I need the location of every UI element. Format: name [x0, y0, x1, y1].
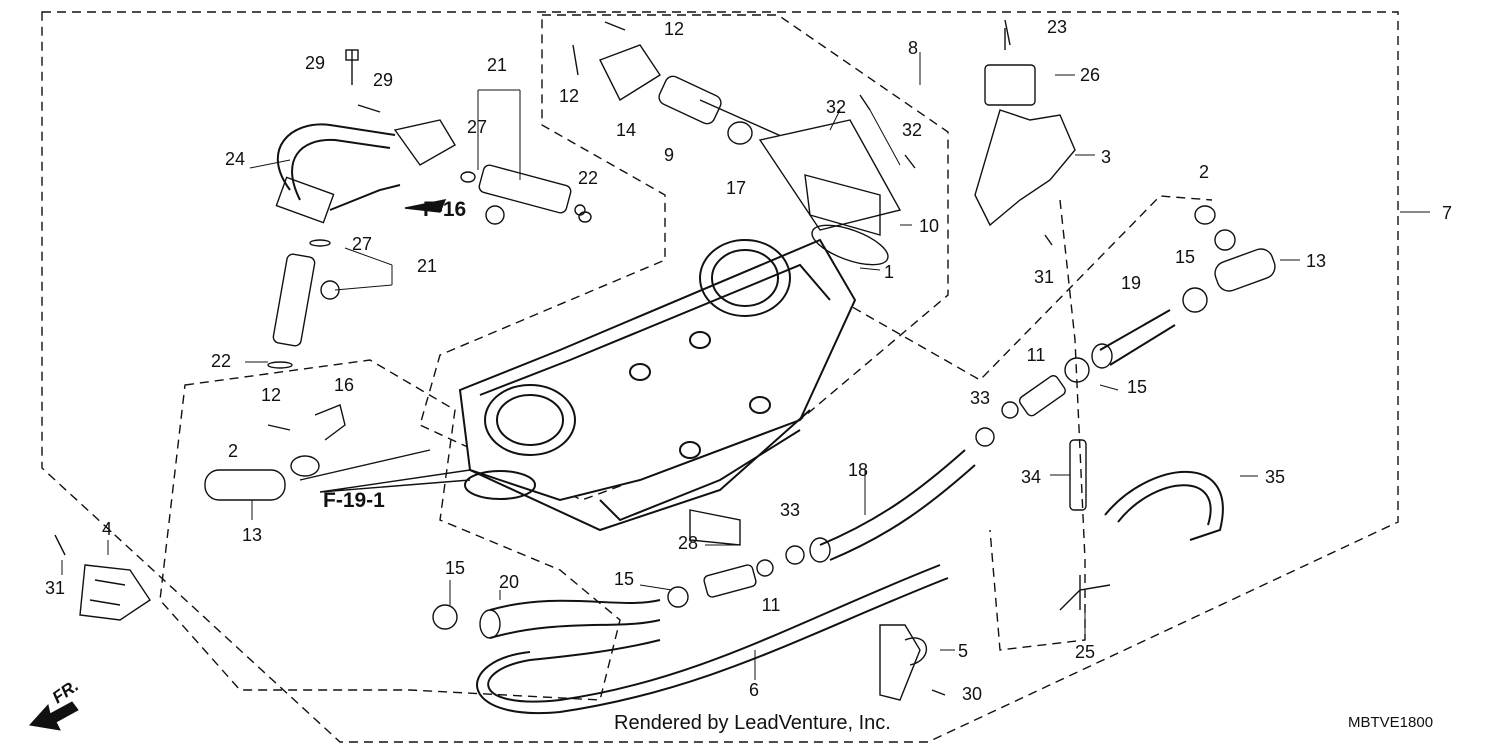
part-label[interactable]: 29: [304, 53, 326, 73]
part-label[interactable]: 28: [677, 533, 699, 553]
part-label[interactable]: 27: [351, 234, 373, 254]
part-label[interactable]: 8: [907, 38, 919, 58]
part-label[interactable]: 14: [615, 120, 637, 140]
part-label[interactable]: 4: [101, 519, 113, 539]
part-label[interactable]: 17: [725, 178, 747, 198]
part-label[interactable]: 15: [444, 558, 466, 578]
part-label[interactable]: 21: [416, 256, 438, 276]
front-arrow-icon: [29, 701, 79, 731]
part-label[interactable]: 2: [227, 441, 239, 461]
part-label[interactable]: 13: [1305, 251, 1327, 271]
leader-lines: [61, 52, 1430, 680]
part-label[interactable]: 31: [1033, 267, 1055, 287]
part-label[interactable]: 35: [1264, 467, 1286, 487]
hose-18: [809, 449, 976, 563]
right-subassembly-boundary: [839, 195, 1213, 381]
part-label[interactable]: 33: [779, 500, 801, 520]
part-label[interactable]: 30: [961, 684, 983, 704]
injector-lower: [272, 253, 340, 347]
diagram-code: MBTVE1800: [1348, 714, 1434, 731]
hose-20: [479, 599, 661, 639]
left-subassembly-boundary: [159, 359, 621, 701]
part-label[interactable]: 18: [847, 460, 869, 480]
part-label[interactable]: 11: [1026, 345, 1046, 365]
part-label[interactable]: 15: [1174, 247, 1196, 267]
fuel-rail-hose: [275, 119, 456, 224]
part-label[interactable]: 26: [1079, 65, 1101, 85]
reference-f19-1[interactable]: F-19-1: [323, 489, 385, 512]
part-label[interactable]: 19: [1120, 273, 1142, 293]
part-label[interactable]: 1: [883, 262, 895, 282]
joint-11-upper: [1001, 375, 1066, 419]
tee-25: [1059, 575, 1111, 611]
assembly-boundary: [41, 11, 1399, 743]
part-label[interactable]: 21: [486, 55, 508, 75]
part-label[interactable]: 12: [260, 385, 282, 405]
part-label[interactable]: 20: [498, 572, 520, 592]
part-label[interactable]: 33: [969, 388, 991, 408]
part-label[interactable]: 12: [663, 19, 685, 39]
bracket-5: [879, 624, 927, 701]
throttle-body: [458, 238, 857, 532]
tube-34: [1069, 439, 1087, 511]
hose-19: [1091, 309, 1176, 369]
elbow-13-left: [204, 449, 431, 501]
credit-text: Rendered by LeadVenture, Inc.: [614, 712, 891, 734]
tube-35: [1104, 470, 1224, 541]
tube-6: [476, 564, 949, 715]
part-label[interactable]: 29: [372, 70, 394, 90]
part-label[interactable]: 7: [1441, 203, 1453, 223]
part-label[interactable]: 6: [748, 680, 760, 700]
subassembly-boundary: [419, 14, 949, 501]
part-label[interactable]: 31: [44, 578, 66, 598]
bracket-4: [79, 564, 151, 621]
part-label[interactable]: 24: [224, 149, 246, 169]
map-sensor-assembly: [599, 44, 916, 266]
part-label[interactable]: 27: [466, 117, 488, 137]
part-label[interactable]: 32: [901, 120, 923, 140]
part-label[interactable]: 9: [663, 145, 675, 165]
part-label[interactable]: 22: [210, 351, 232, 371]
elbow-13-right: [1194, 205, 1276, 292]
part-label[interactable]: 15: [613, 569, 635, 589]
part-label[interactable]: 32: [825, 97, 847, 117]
part-label[interactable]: 22: [577, 168, 599, 188]
part-label[interactable]: 10: [918, 216, 940, 236]
injector-upper: [478, 164, 586, 225]
joint-11-lower: [703, 559, 774, 598]
sensor-bracket: [974, 28, 1076, 227]
part-label[interactable]: 16: [333, 375, 355, 395]
part-label[interactable]: 25: [1074, 642, 1096, 662]
part-label[interactable]: 15: [1126, 377, 1148, 397]
part-label[interactable]: 34: [1020, 467, 1042, 487]
bracket-16: [314, 404, 346, 441]
part-label[interactable]: 11: [761, 595, 781, 615]
part-label[interactable]: 5: [957, 641, 969, 661]
reference-f16[interactable]: F-16: [423, 198, 467, 221]
part-label[interactable]: 12: [558, 86, 580, 106]
bolts: [54, 19, 1053, 696]
part-label[interactable]: 3: [1100, 147, 1112, 167]
part-label[interactable]: 23: [1046, 17, 1068, 37]
part-label[interactable]: 13: [241, 525, 263, 545]
part-label[interactable]: 2: [1198, 162, 1210, 182]
